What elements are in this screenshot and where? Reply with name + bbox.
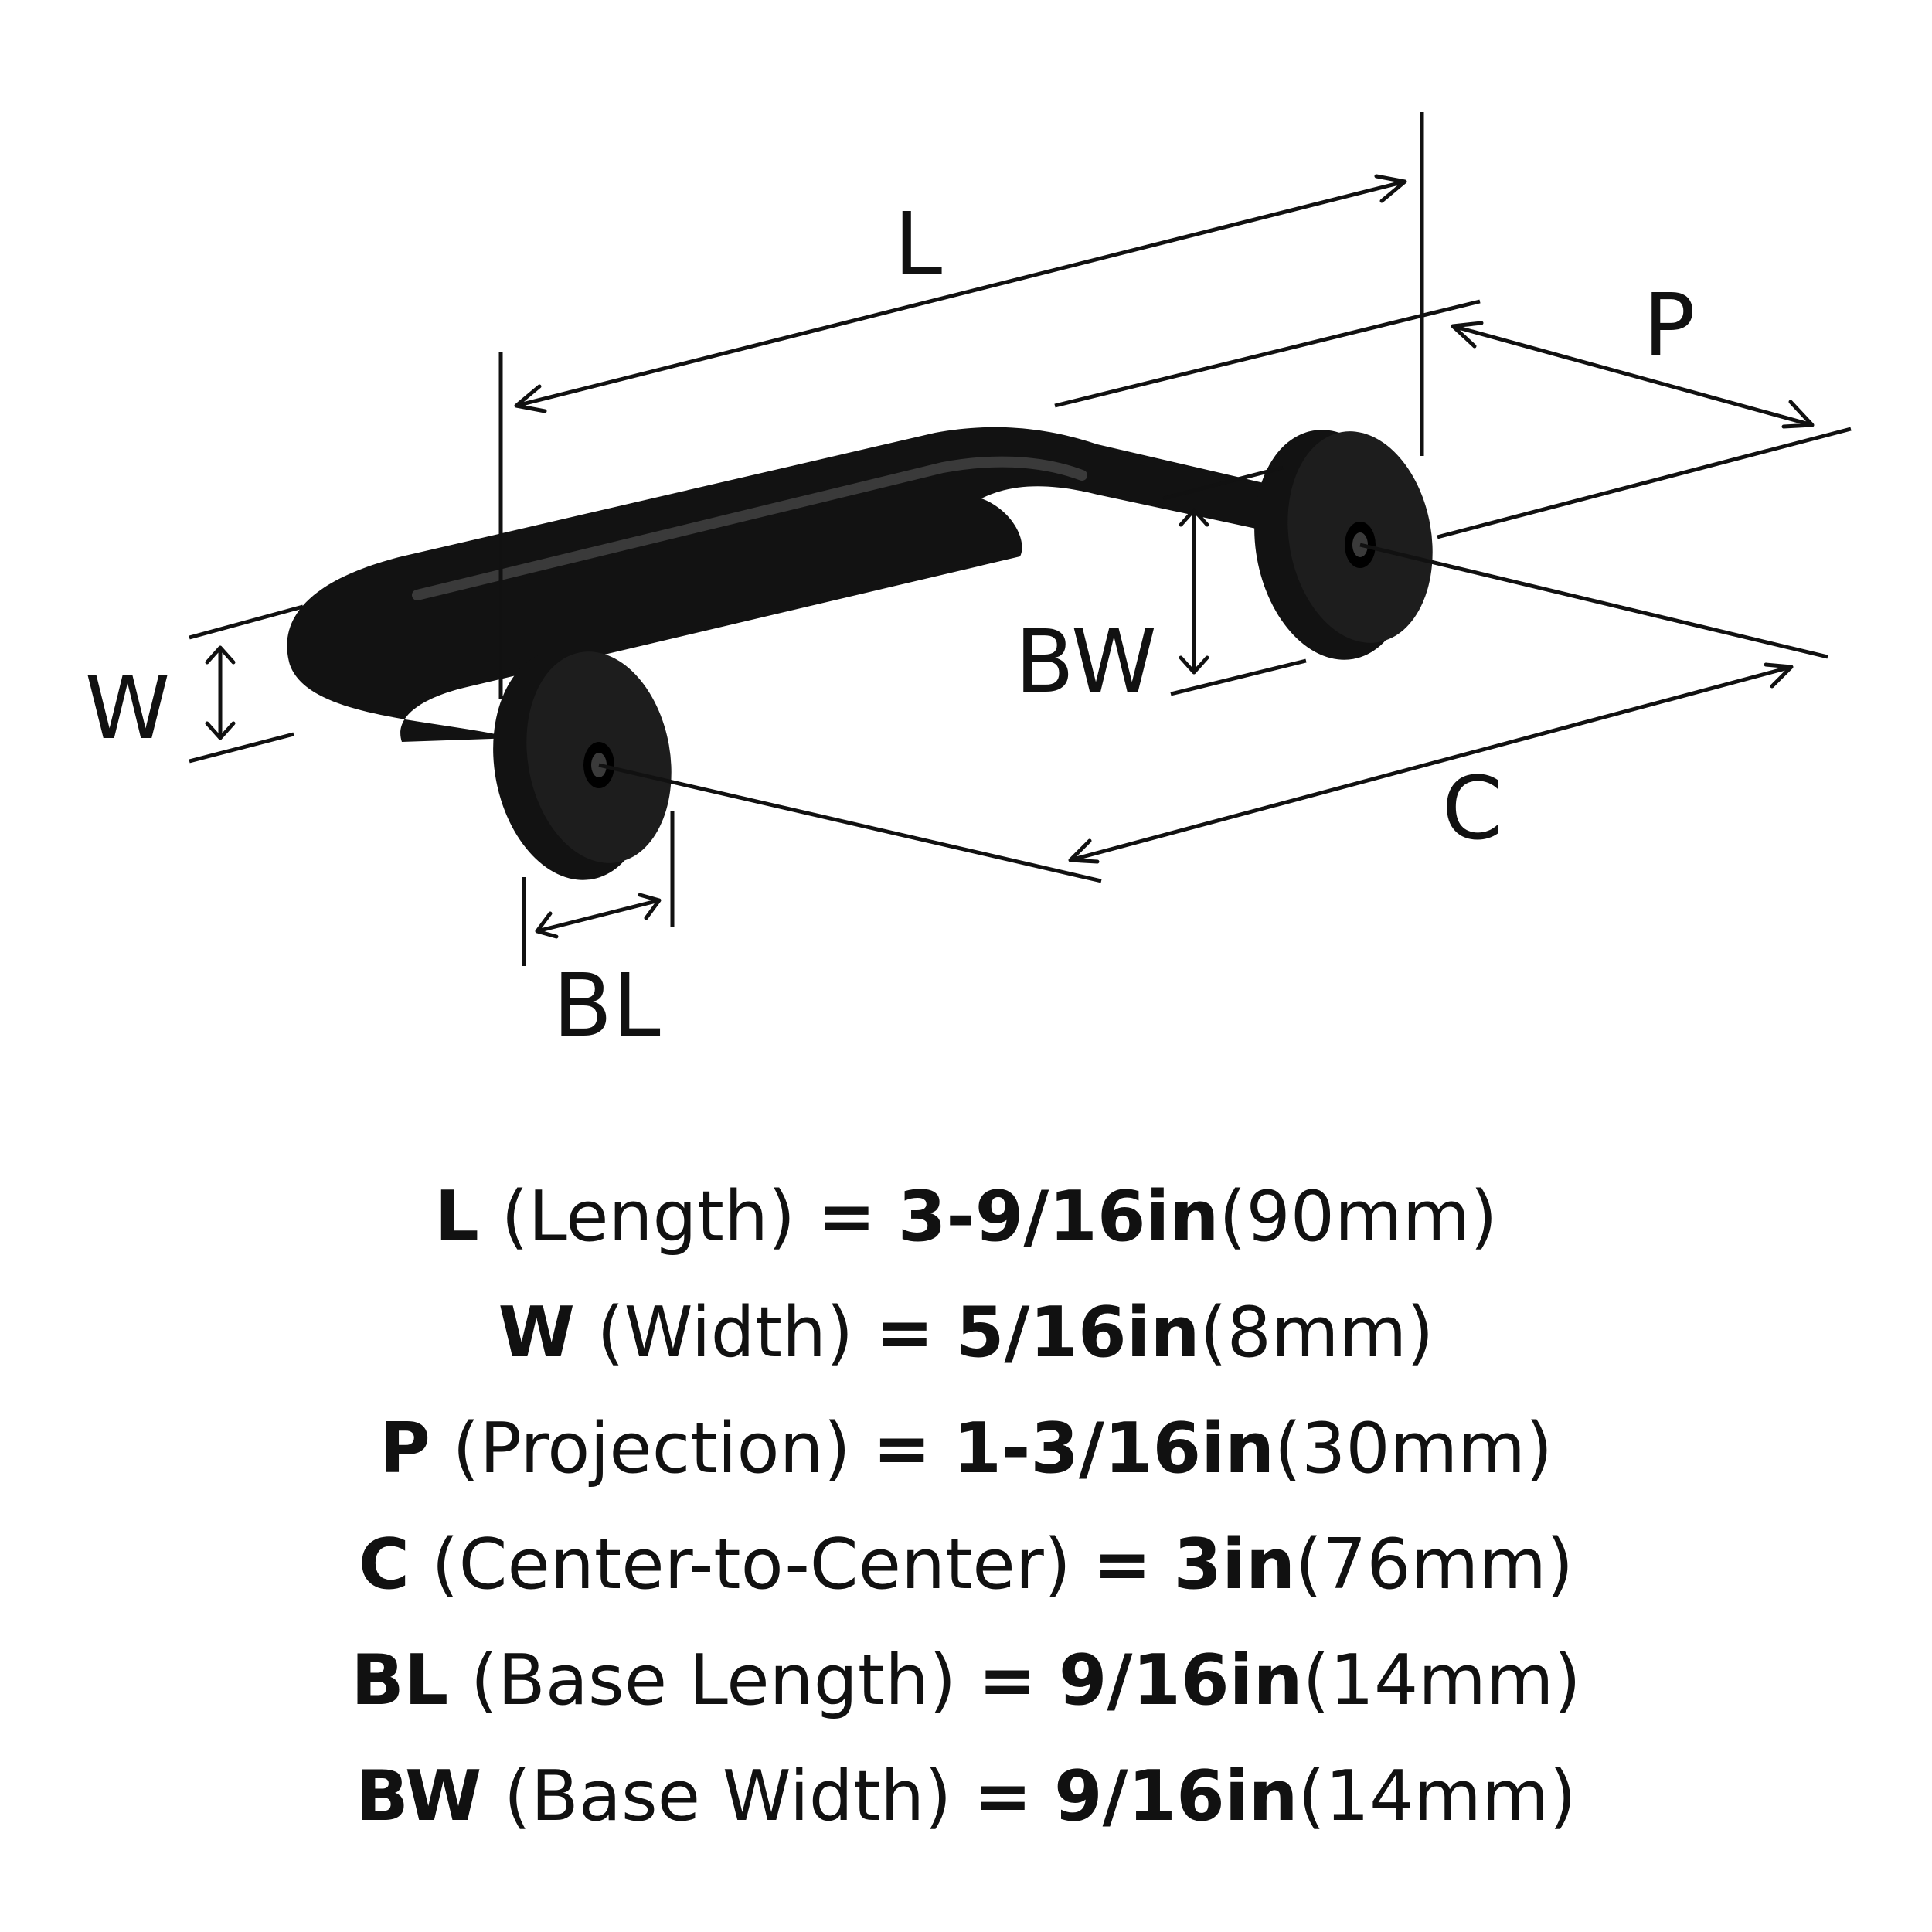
spec-name: (Projection): [452, 1408, 851, 1489]
dim-BL: BL: [522, 811, 675, 1056]
spec-imperial: 3in: [1173, 1524, 1296, 1605]
spec-imperial: 1-3/16in: [953, 1408, 1275, 1489]
spec-base-length: BL (Base Length) = 9/16in(14mm): [0, 1623, 1932, 1739]
spec-key: W: [498, 1292, 575, 1373]
dimension-specs: L (Length) = 3-9/16in(90mm) W (Width) = …: [0, 1159, 1932, 1855]
spec-metric: (14mm): [1302, 1640, 1581, 1721]
spec-key: L: [434, 1176, 479, 1257]
spec-key: P: [379, 1408, 430, 1489]
label-BL: BL: [553, 956, 660, 1056]
spec-metric: (8mm): [1199, 1292, 1434, 1373]
label-P: P: [1643, 276, 1696, 376]
spec-imperial: 3-9/16in: [897, 1176, 1219, 1257]
right-base: [1254, 430, 1433, 660]
spec-base-width: BW (Base Width) = 9/16in(14mm): [0, 1739, 1932, 1855]
spec-equals: =: [872, 1408, 931, 1489]
label-W: W: [85, 658, 171, 759]
spec-name: (Center-to-Center): [431, 1524, 1071, 1605]
spec-center-to-center: C (Center-to-Center) = 3in(76mm): [0, 1507, 1932, 1623]
spec-imperial: 9/16in: [1053, 1756, 1298, 1837]
dim-C: C: [598, 543, 1828, 883]
spec-metric: (30mm): [1274, 1408, 1553, 1489]
spec-equals: =: [817, 1176, 876, 1257]
dim-W: W: [85, 604, 304, 764]
spec-key: C: [358, 1524, 410, 1605]
dim-BW: BW: [1015, 465, 1307, 713]
spec-key: BL: [351, 1640, 449, 1721]
spec-imperial: 5/16in: [955, 1292, 1200, 1373]
spec-name: (Width): [597, 1292, 854, 1373]
dim-P: P: [1054, 276, 1852, 539]
spec-name: (Length): [501, 1176, 796, 1257]
spec-equals: =: [973, 1756, 1032, 1837]
spec-equals: =: [875, 1292, 934, 1373]
spec-projection: P (Projection) = 1-3/16in(30mm): [0, 1391, 1932, 1507]
spec-metric: (76mm): [1295, 1524, 1574, 1605]
spec-key: BW: [355, 1756, 482, 1837]
bar-pull-handle: [287, 427, 1433, 880]
handle-dimension-diagram: L P W BW C: [85, 112, 1852, 1056]
label-C: C: [1442, 759, 1502, 859]
spec-imperial: 9/16in: [1058, 1640, 1303, 1721]
spec-name: (Base Width): [503, 1756, 952, 1837]
spec-equals: =: [1093, 1524, 1151, 1605]
spec-name: (Base Length): [470, 1640, 957, 1721]
label-L: L: [894, 195, 942, 295]
spec-width: W (Width) = 5/16in(8mm): [0, 1275, 1932, 1391]
spec-metric: (14mm): [1298, 1756, 1577, 1837]
label-BW: BW: [1015, 612, 1157, 713]
spec-equals: =: [978, 1640, 1037, 1721]
handle-highlight: [412, 456, 1087, 600]
spec-metric: (90mm): [1219, 1176, 1498, 1257]
dim-L: L: [498, 112, 1424, 699]
spec-length: L (Length) = 3-9/16in(90mm): [0, 1159, 1932, 1275]
